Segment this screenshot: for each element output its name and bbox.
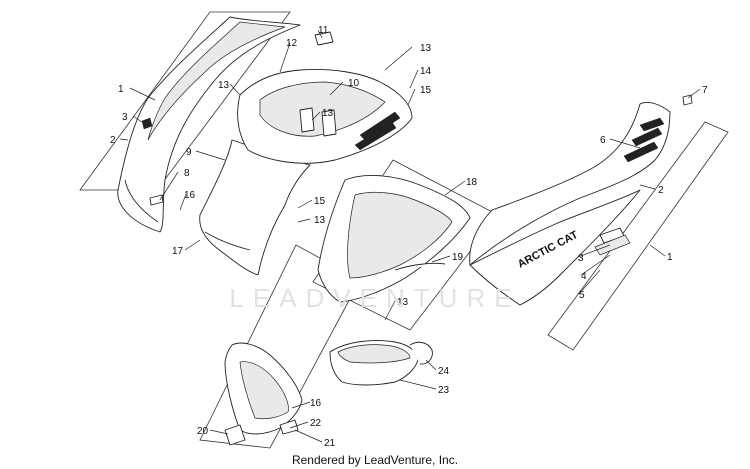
callout-13-d[interactable]: 13 — [314, 215, 326, 226]
callout-4[interactable]: 4 — [581, 271, 587, 282]
watermark: LEADVENTURE — [229, 283, 521, 313]
footer-credit: Rendered by LeadVenture, Inc. — [291, 453, 459, 467]
callout-10[interactable]: 10 — [348, 78, 360, 89]
callout-15-b[interactable]: 15 — [314, 196, 326, 207]
callout-20[interactable]: 20 — [197, 426, 209, 437]
left-side-panel-part — [117, 16, 301, 233]
callout-23[interactable]: 23 — [438, 385, 450, 396]
callout-13-b[interactable]: 13 — [420, 43, 432, 54]
callout-6[interactable]: 6 — [600, 135, 606, 146]
lower-panel-part — [224, 342, 303, 446]
hood-tray-part — [317, 175, 471, 303]
callout-11[interactable]: 11 — [318, 25, 329, 36]
callout-13-c[interactable]: 13 — [322, 108, 334, 119]
leader-lines — [119, 29, 701, 443]
callout-16-left[interactable]: 16 — [184, 190, 196, 201]
console-part — [237, 31, 413, 164]
right-side-panel-box — [547, 121, 729, 351]
callout-7[interactable]: 7 — [702, 85, 708, 96]
callout-5[interactable]: 5 — [579, 290, 585, 301]
callout-3-right[interactable]: 3 — [578, 253, 584, 264]
callout-22[interactable]: 22 — [310, 418, 322, 429]
callout-8[interactable]: 8 — [184, 168, 190, 179]
callout-3-left[interactable]: 3 — [122, 112, 128, 123]
callout-14[interactable]: 14 — [420, 66, 432, 77]
intake-silencer-part — [329, 340, 433, 386]
callout-19[interactable]: 19 — [452, 252, 464, 263]
callout-18[interactable]: 18 — [466, 177, 478, 188]
callout-13-e[interactable]: 13 — [397, 297, 409, 308]
callout-21[interactable]: 21 — [324, 438, 336, 449]
callout-15-a[interactable]: 15 — [420, 85, 432, 96]
callout-2-right[interactable]: 2 — [658, 185, 664, 196]
right-side-panel-part: ARCTIC CAT — [469, 94, 693, 306]
callout-16-lower[interactable]: 16 — [310, 398, 322, 409]
callout-13-a[interactable]: 13 — [218, 80, 230, 91]
callout-12[interactable]: 12 — [286, 38, 298, 49]
callout-1-left[interactable]: 1 — [118, 84, 124, 95]
front-nose-part — [199, 139, 311, 276]
callout-17[interactable]: 17 — [172, 246, 184, 257]
callout-9[interactable]: 9 — [186, 147, 192, 158]
callout-2-left[interactable]: 2 — [110, 135, 116, 146]
callout-24[interactable]: 24 — [438, 366, 450, 377]
callouts: 1 3 2 8 16 9 17 12 11 13 13 14 10 15 13 … — [110, 25, 708, 449]
callout-1-right[interactable]: 1 — [667, 252, 673, 263]
